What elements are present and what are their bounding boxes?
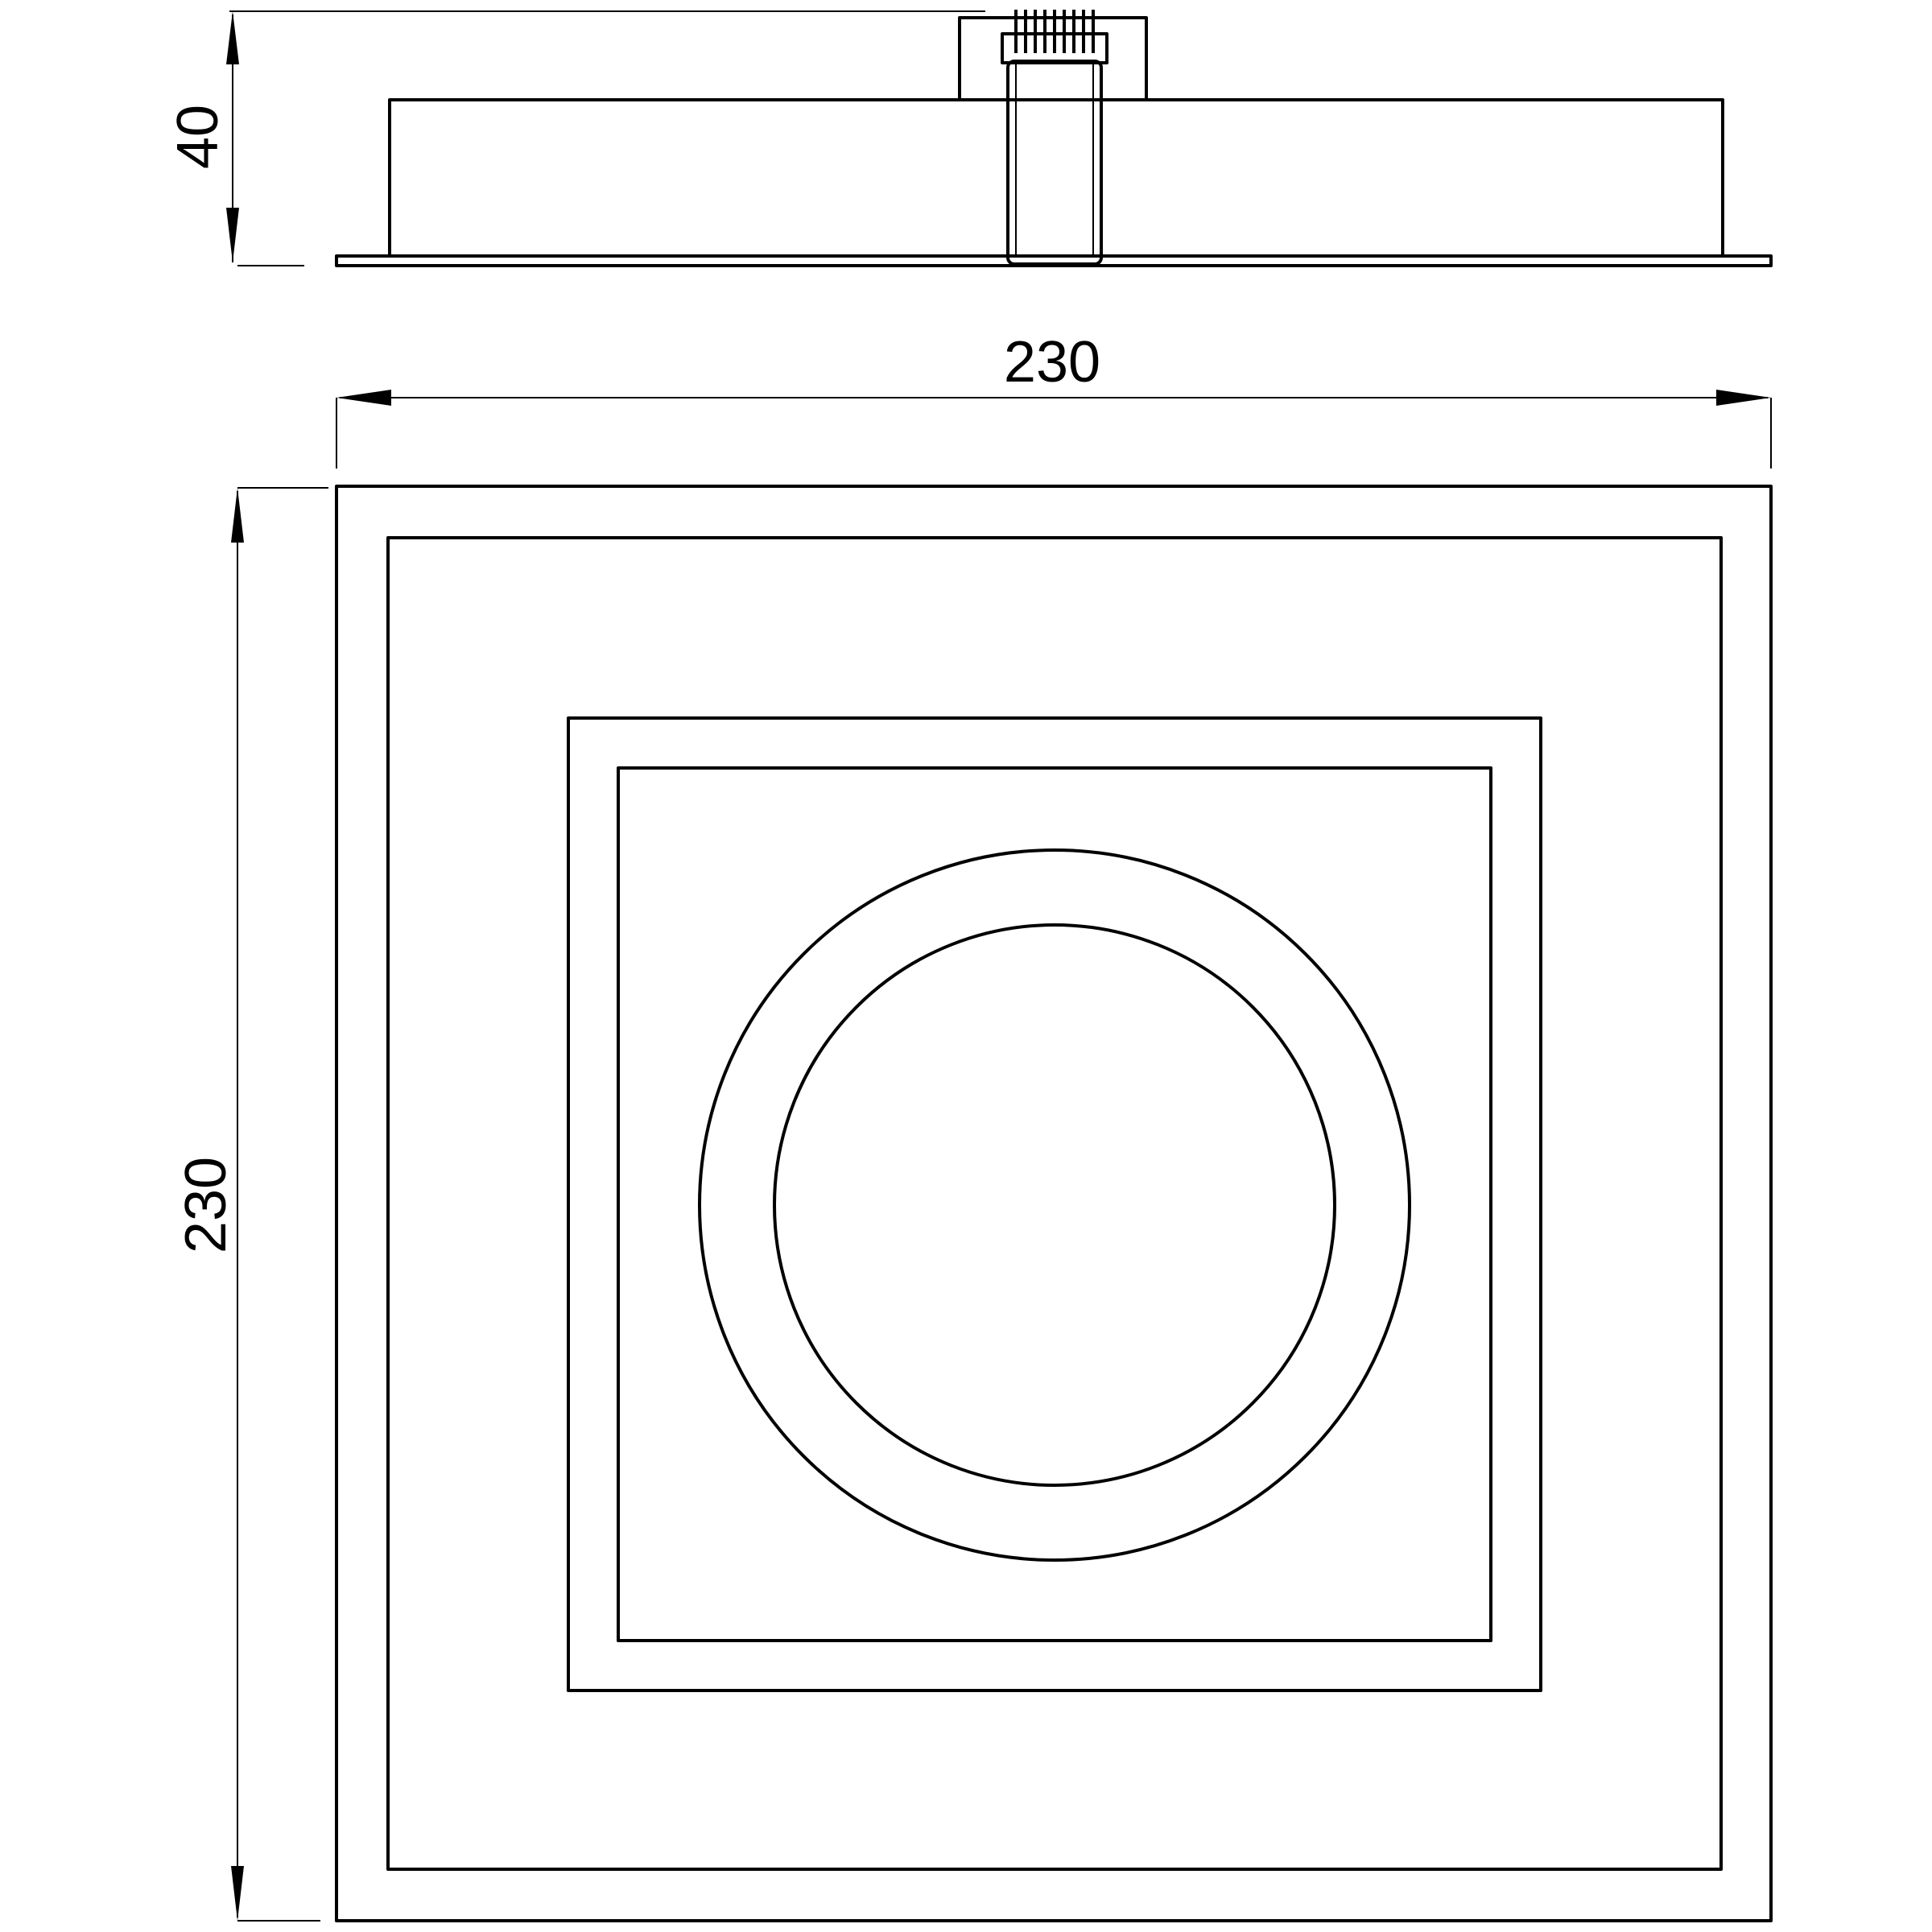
plan-outer-flange bbox=[335, 485, 1773, 1922]
depth-label: 230 bbox=[174, 1157, 238, 1253]
plan-insert-inner bbox=[617, 766, 1492, 1642]
width-label: 230 bbox=[1004, 330, 1100, 394]
plan-insert-outer bbox=[567, 716, 1542, 1692]
side-body bbox=[388, 98, 1724, 256]
side-view bbox=[335, 10, 1773, 267]
plan-lamp-ring-inner bbox=[773, 923, 1336, 1487]
width-dimension: 230 bbox=[336, 330, 1772, 469]
height-arrow-bottom bbox=[226, 208, 239, 262]
height-dimension: 40 bbox=[166, 10, 985, 266]
width-arrow-right bbox=[1716, 390, 1771, 406]
depth-dimension: 230 bbox=[174, 487, 328, 1922]
plan-lamp-ring-outer bbox=[698, 848, 1411, 1562]
depth-arrow-top bbox=[231, 488, 244, 543]
width-arrow-left bbox=[336, 390, 391, 406]
depth-arrow-bottom bbox=[231, 1866, 244, 1921]
plan-inner-frame bbox=[386, 536, 1723, 1871]
side-spring-coil-turns bbox=[1014, 10, 1095, 53]
height-label: 40 bbox=[166, 105, 230, 169]
plan-view bbox=[335, 485, 1773, 1922]
height-arrow-top bbox=[226, 11, 239, 64]
side-spring-clip bbox=[1006, 60, 1103, 266]
